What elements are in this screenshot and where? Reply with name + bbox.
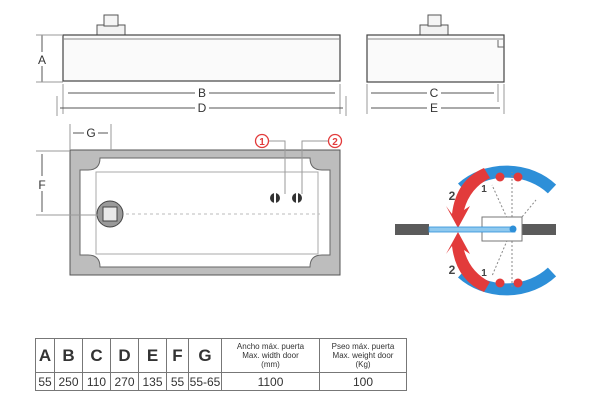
value-max-width: 1100 (221, 372, 320, 391)
door-leaf-left (395, 224, 429, 235)
front-view (62, 14, 341, 82)
lower-dot-2 (513, 278, 523, 288)
max-weight-unit: (Kg) (355, 360, 371, 369)
header-max-width: Ancho máx. puerta Max. width door (mm) (221, 338, 320, 373)
value-f: 55 (166, 372, 189, 391)
upper-outer-label: 2 (449, 189, 456, 203)
spec-table: A B C D E F G Ancho máx. puerta Max. wid… (35, 338, 407, 391)
marker-1: 1 (254, 133, 270, 149)
value-c: 110 (82, 372, 111, 391)
marker-leaders (268, 140, 333, 194)
front-view-body (62, 34, 341, 82)
dimension-c-label: C (430, 86, 439, 100)
value-max-weight: 100 (319, 372, 407, 391)
side-view (366, 14, 505, 83)
value-b: 250 (54, 372, 83, 391)
upper-dot-1 (495, 172, 505, 182)
technical-drawing: A B D C E (36, 14, 557, 296)
max-weight-en: Max. weight door (332, 351, 394, 360)
rotation-diagram: 2 1 2 1 (395, 165, 557, 296)
marker-2: 2 (327, 133, 343, 149)
spec-header-row: A B C D E F G Ancho máx. puerta Max. wid… (35, 338, 407, 373)
dimension-d-label: D (198, 101, 207, 115)
max-weight-es: Pseo máx. puerta (331, 342, 395, 351)
lower-inner-label: 1 (481, 268, 487, 279)
header-d: D (110, 338, 139, 373)
top-view-inner-slot (95, 171, 319, 255)
dimension-f: F (36, 150, 100, 216)
dimension-e: E (371, 84, 505, 115)
side-view-notch (497, 40, 504, 48)
header-f: F (166, 338, 189, 373)
upper-inner-label: 1 (481, 184, 487, 195)
door-leaf-right (520, 224, 556, 235)
header-g: G (188, 338, 222, 373)
dimension-f-label: F (38, 178, 45, 192)
header-e: E (138, 338, 167, 373)
header-c: C (82, 338, 111, 373)
top-view-inner-panel (79, 157, 331, 268)
marker-1-label: 1 (259, 137, 265, 148)
dimension-a-label: A (38, 53, 46, 67)
value-e: 135 (138, 372, 167, 391)
front-view-cap-top (103, 14, 119, 27)
value-a: 55 (35, 372, 55, 391)
side-view-body (366, 34, 505, 83)
arm-pivot (509, 225, 517, 233)
value-g: 55-65 (188, 372, 222, 391)
dimension-a: A (36, 34, 63, 83)
dimension-b-label: B (198, 86, 206, 100)
max-width-en: Max. width door (242, 351, 299, 360)
marker-2-label: 2 (332, 137, 338, 148)
header-a: A (35, 338, 55, 373)
dimension-e-label: E (430, 101, 438, 115)
header-max-weight: Pseo máx. puerta Max. weight door (Kg) (319, 338, 407, 373)
closer-arm (428, 226, 516, 233)
max-width-es: Ancho máx. puerta (236, 342, 305, 351)
lower-dot-1 (495, 278, 505, 288)
lower-closing-arrow (446, 232, 490, 292)
top-view (69, 149, 341, 276)
upper-closing-arrow (446, 168, 490, 228)
dimension-g-label: G (86, 126, 95, 140)
dimension-b: B (62, 84, 341, 114)
max-width-unit: (mm) (261, 360, 280, 369)
upper-dot-2 (513, 172, 523, 182)
header-b: B (54, 338, 83, 373)
dimension-g: G (69, 124, 112, 150)
dimension-c: C (366, 84, 499, 114)
side-view-cap-top (427, 14, 442, 27)
pivot-spindle-square (102, 206, 118, 222)
dimension-d: D (56, 96, 347, 116)
spec-value-row: 55 250 110 270 135 55 55-65 1100 100 (35, 372, 407, 391)
value-d: 270 (110, 372, 139, 391)
lower-outer-label: 2 (449, 263, 456, 277)
